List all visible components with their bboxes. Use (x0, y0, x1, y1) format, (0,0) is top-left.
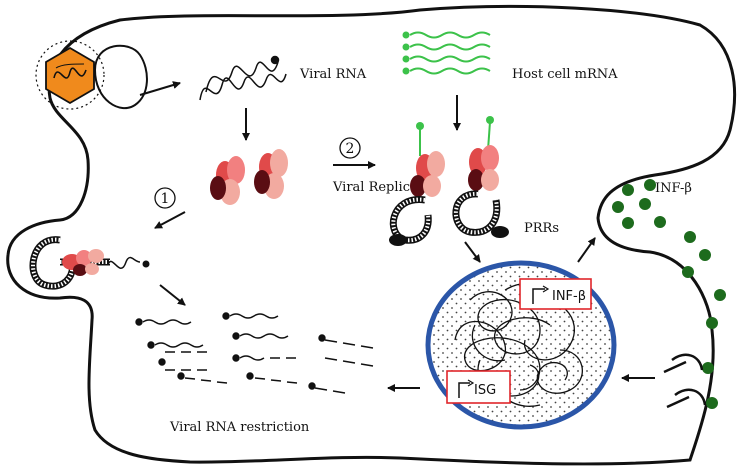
receptors (663, 353, 707, 409)
arrow-restriction (159, 284, 186, 306)
viral-rna-label: Viral RNA (299, 67, 367, 82)
step2-circle (339, 137, 361, 159)
inf-beta-label: INF-β (655, 181, 692, 196)
virus-particle (35, 40, 148, 110)
step1-circle (154, 187, 176, 209)
replicase-cluster-right (254, 149, 288, 199)
arrow-entry (139, 81, 181, 96)
restriction-label: Viral RNA restriction (169, 420, 310, 435)
prr-complex-right (452, 116, 509, 238)
replicase-cluster-left (210, 156, 245, 205)
step1-number: 1 (161, 191, 170, 207)
viral-rna-fragments (135, 312, 374, 394)
inf-beta-molecules (612, 179, 726, 409)
endosome-replicase-complex (29, 236, 150, 290)
arrow-nucleus-secretion (577, 237, 596, 263)
cell-membrane (6, 4, 736, 466)
inf-beta-gene-box: INF-β (519, 278, 592, 310)
isg-gene-box: ISG (446, 370, 511, 404)
host-mrna-icon (402, 31, 491, 75)
arrow-prr-nucleus (464, 241, 481, 263)
arrow-step1 (154, 211, 186, 229)
prrs-label: PRRs (524, 221, 559, 236)
isg-gene-label: ISG (474, 383, 496, 398)
viral-replicase-label: Viral Replicase (332, 180, 432, 195)
host-mrna-label: Host cell mRNA (512, 67, 618, 82)
inf-beta-gene-label: INF-β (552, 289, 586, 304)
prr-complex-left (389, 122, 445, 246)
viral-rna-icon (199, 55, 287, 101)
step2-number: 2 (346, 141, 355, 157)
